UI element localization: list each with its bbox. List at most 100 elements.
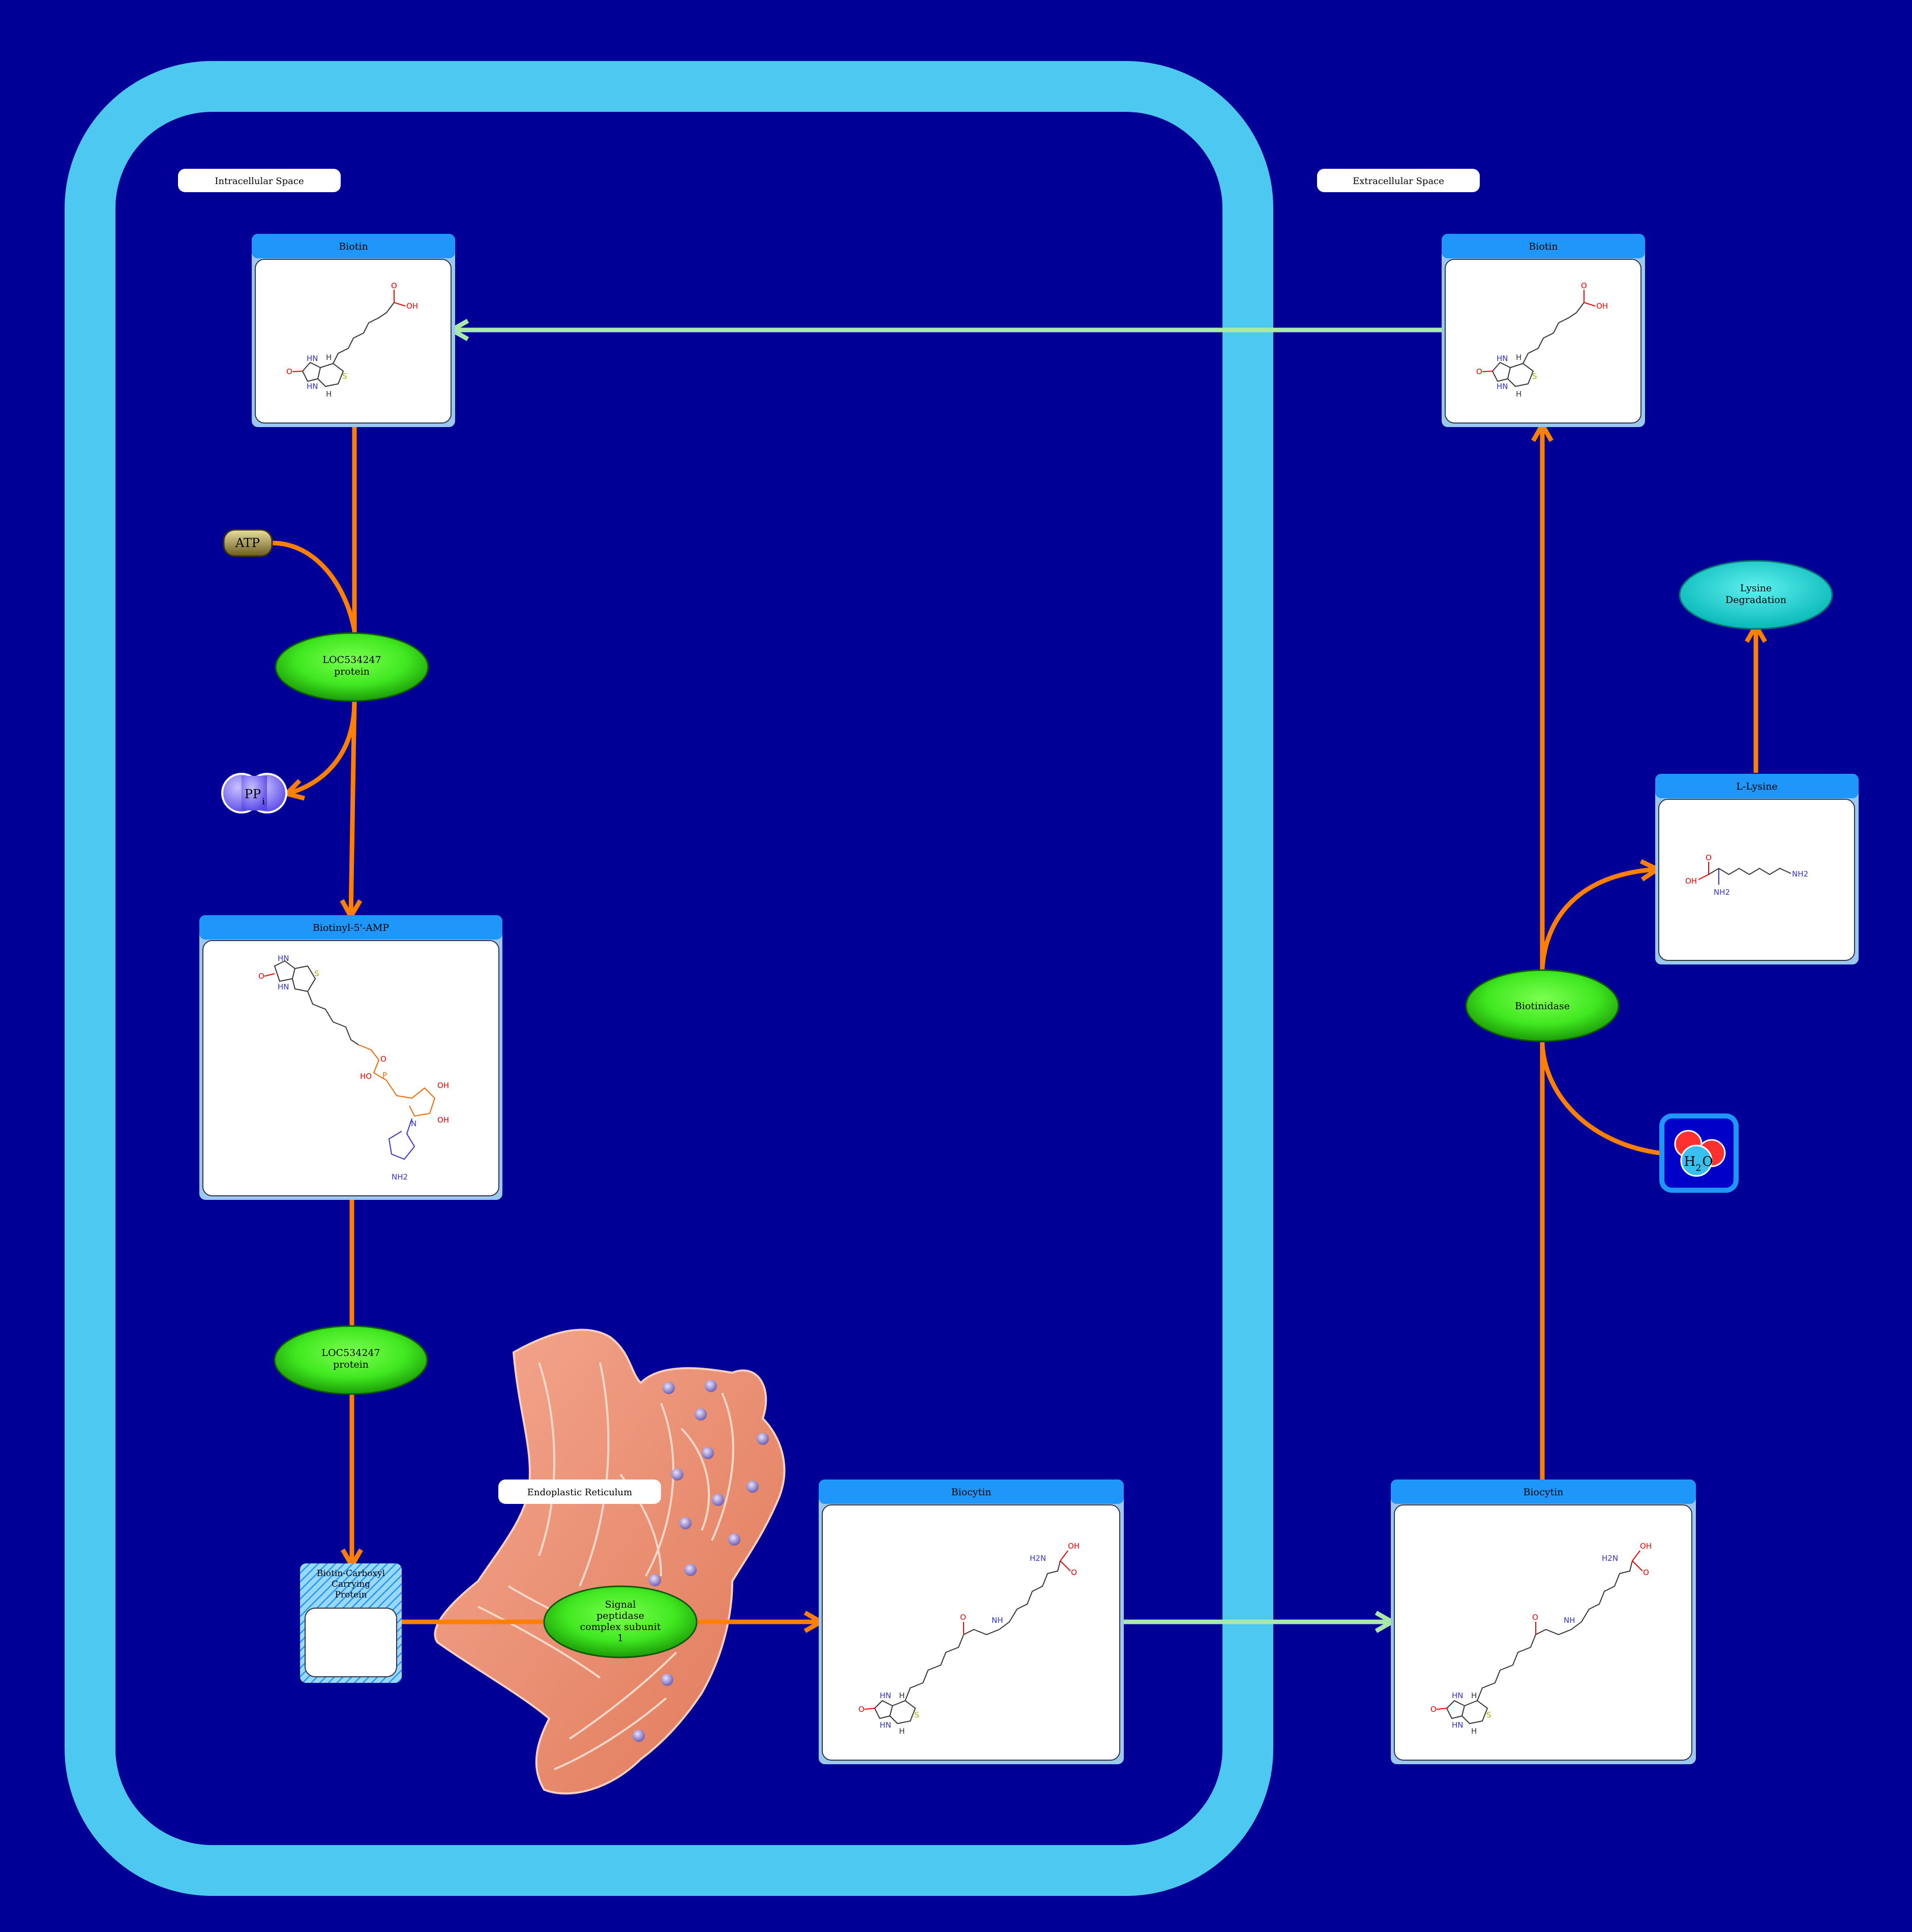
svg-text:OH: OH: [1068, 1542, 1080, 1551]
svg-text:S: S: [1486, 1710, 1491, 1719]
extracellular-label: Extracellular Space: [1317, 169, 1480, 192]
compound-l-lysine[interactable]: L-Lysine O OH NH2 NH2: [1655, 774, 1859, 964]
svg-text:OH: OH: [1640, 1542, 1652, 1551]
svg-text:OH: OH: [1596, 301, 1608, 311]
svg-text:O: O: [1581, 281, 1587, 290]
enzyme-loc534247-1[interactable]: LOC534247 protein: [275, 632, 429, 702]
svg-text:H: H: [899, 1691, 905, 1700]
svg-text:S: S: [1532, 372, 1537, 381]
arrow-enzyme1-to-ppi: [282, 701, 357, 801]
svg-text:NH: NH: [1564, 1616, 1575, 1625]
svg-text:S: S: [342, 372, 347, 381]
er-label-text: Endoplastic Reticulum: [527, 1487, 632, 1498]
cell-membrane: [65, 61, 1273, 1896]
svg-text:H: H: [1516, 353, 1521, 362]
water-label-o: O: [1702, 1154, 1713, 1169]
svg-text:O: O: [391, 281, 397, 290]
svg-text:H2N: H2N: [1602, 1554, 1618, 1563]
ppi-subscript: i: [262, 796, 265, 807]
lysine-degradation-line2: Degradation: [1725, 594, 1786, 606]
svg-text:H2N: H2N: [1030, 1554, 1046, 1563]
svg-text:OH: OH: [406, 301, 418, 311]
svg-text:O: O: [858, 1705, 864, 1714]
enzyme-loc534247-2[interactable]: LOC534247 protein: [274, 1325, 428, 1395]
bccp-title-line3: Protein: [335, 1590, 367, 1600]
svg-text:NH2: NH2: [1714, 888, 1730, 897]
svg-text:H: H: [899, 1727, 905, 1736]
atp-label: ATP: [235, 536, 260, 550]
enzyme-loc1-line2: protein: [334, 666, 370, 677]
svg-text:HN: HN: [307, 382, 318, 391]
pathway-lysine-degradation[interactable]: Lysine Degradation: [1679, 560, 1833, 630]
extracellular-label-text: Extracellular Space: [1353, 176, 1444, 187]
svg-text:H: H: [1471, 1691, 1477, 1700]
svg-text:HN: HN: [278, 954, 289, 963]
biotin-extracellular-title: Biotin: [1529, 241, 1558, 252]
compound-biocytin-extracellular[interactable]: Biocytin O HN HN S H H O NH H2N OH O: [1391, 1480, 1696, 1764]
biotin-structure-icon: O HN HN S H H O OH: [286, 281, 418, 399]
compound-biotin-extracellular[interactable]: Biotin O HN HN S H H O OH: [1442, 234, 1645, 427]
biocytin-extracellular-title: Biocytin: [1523, 1487, 1564, 1498]
svg-text:H: H: [1516, 389, 1521, 399]
water-node[interactable]: H 2 O: [1659, 1113, 1739, 1193]
signal-peptidase-line2: peptidase: [596, 1610, 644, 1621]
biocytin-structure-icon: O HN HN S H H O NH H2N OH O: [1430, 1542, 1652, 1736]
svg-text:OH: OH: [437, 1115, 449, 1125]
endoplasmic-reticulum: [434, 1329, 786, 1795]
arrow-atp-to-enzyme1: [272, 540, 357, 631]
biotin-intracellular-title: Biotin: [339, 241, 368, 252]
biotinyl-amp-structure-icon: O HN HN S O P HO OH OH N NH2: [258, 954, 449, 1182]
svg-text:O: O: [1643, 1568, 1649, 1577]
lysine-degradation-line1: Lysine: [1740, 583, 1772, 594]
enzyme-signal-peptidase[interactable]: Signal peptidase complex subunit 1: [543, 1585, 698, 1658]
atp-node[interactable]: ATP: [223, 529, 273, 557]
svg-text:NH2: NH2: [1792, 869, 1808, 879]
svg-text:OH: OH: [437, 1081, 449, 1090]
svg-text:NH2: NH2: [392, 1172, 408, 1182]
compound-biocytin-intracellular[interactable]: Biocytin O HN HN S H H O NH H2N OH O: [819, 1480, 1124, 1764]
arrow-water-to-biotinidase: [1540, 1044, 1661, 1156]
enzyme-loc2-line1: LOC534247: [321, 1347, 380, 1359]
svg-text:H: H: [326, 353, 332, 362]
svg-text:HN: HN: [1497, 354, 1508, 363]
svg-text:OH: OH: [1685, 877, 1697, 886]
water-label-sub: 2: [1695, 1163, 1701, 1173]
svg-text:O: O: [380, 1054, 386, 1064]
biotinyl-amp-title: Biotinyl-5'-AMP: [313, 922, 390, 933]
enzyme-loc1-line1: LOC534247: [322, 654, 381, 666]
l-lysine-title: L-Lysine: [1736, 781, 1777, 792]
svg-text:P: P: [382, 1071, 387, 1080]
svg-text:HN: HN: [278, 982, 289, 991]
water-label-h: H: [1684, 1154, 1696, 1169]
compound-bccp[interactable]: Biotin-Carboxyl Carrying Protein: [300, 1563, 402, 1683]
signal-peptidase-line1: Signal: [605, 1599, 636, 1610]
svg-text:O: O: [1532, 1613, 1538, 1622]
signal-peptidase-line4: 1: [617, 1633, 623, 1644]
arrow-enzyme1-to-biotinyl-amp: [340, 699, 363, 921]
svg-text:H: H: [326, 389, 332, 399]
compound-biotin-intracellular[interactable]: Biotin O HN HN S H H O OH: [252, 234, 455, 427]
enzyme-biotinidase[interactable]: Biotinidase: [1465, 969, 1620, 1042]
bccp-title-line1: Biotin-Carboxyl: [317, 1568, 385, 1579]
svg-text:HN: HN: [1452, 1691, 1463, 1700]
bccp-title-line2: Carrying: [332, 1579, 370, 1589]
svg-text:O: O: [1430, 1705, 1437, 1714]
svg-text:O: O: [1071, 1568, 1077, 1577]
svg-text:O: O: [258, 972, 264, 981]
svg-text:HO: HO: [360, 1072, 372, 1081]
intracellular-label-text: Intracellular Space: [215, 176, 304, 187]
er-label: Endoplastic Reticulum: [498, 1480, 661, 1504]
svg-text:S: S: [314, 969, 319, 978]
svg-text:O: O: [1476, 367, 1482, 376]
biocytin-intracellular-title: Biocytin: [951, 1487, 992, 1498]
intracellular-label: Intracellular Space: [178, 169, 341, 192]
lysine-structure-icon: O OH NH2 NH2: [1685, 853, 1808, 897]
svg-text:HN: HN: [1452, 1720, 1463, 1730]
svg-text:HN: HN: [880, 1720, 891, 1730]
svg-text:H: H: [1471, 1727, 1477, 1736]
ppi-node[interactable]: PP i: [221, 773, 287, 813]
svg-text:HN: HN: [1497, 382, 1508, 391]
svg-text:S: S: [914, 1710, 919, 1719]
compound-biotinyl-5-amp[interactable]: Biotinyl-5'-AMP O HN HN S O P HO OH OH N…: [199, 915, 502, 1200]
